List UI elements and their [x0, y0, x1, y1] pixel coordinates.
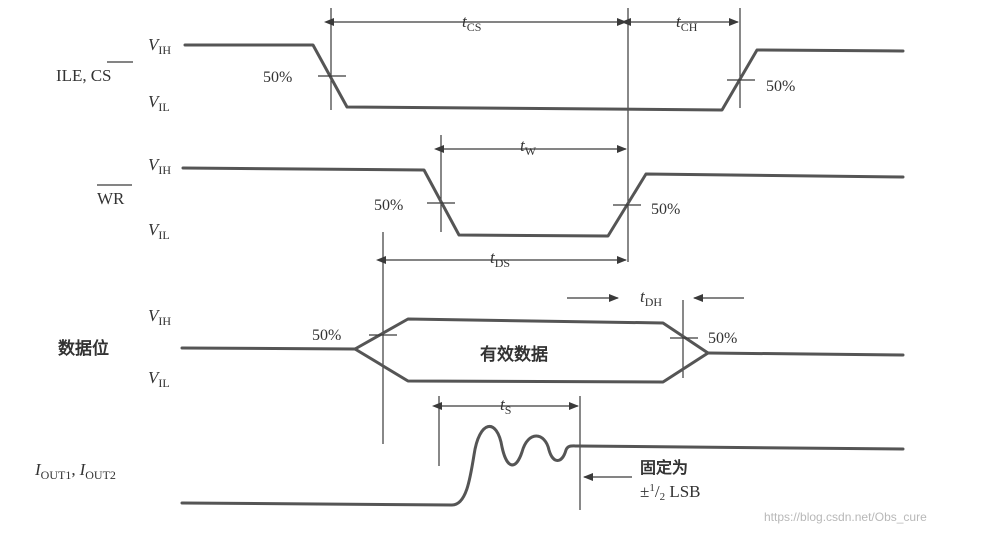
ts-label: tS [500, 395, 511, 417]
half-lsb-label: ±1/2 LSB [640, 482, 701, 503]
vil-label-data: VIL [148, 368, 170, 390]
vil-label-wr: VIL [148, 220, 170, 242]
pct-wr-fall: 50% [374, 197, 403, 214]
fixed-as-label: 固定为 [640, 458, 688, 477]
wr-waveform [181, 166, 905, 238]
pct-wr-rise: 50% [651, 201, 680, 218]
vih-label-wr: VIH [148, 155, 171, 177]
ile-cs-waveform [183, 43, 905, 112]
pct-cs-rise: 50% [766, 78, 795, 95]
data-waveform-right [706, 351, 905, 357]
pct-cs-fall: 50% [263, 69, 292, 86]
tdh-label: tDH [640, 287, 662, 309]
data-waveform-valid-lower [353, 347, 710, 384]
pct-data-end: 50% [708, 330, 737, 347]
valid-data-label: 有效数据 [480, 344, 548, 365]
pct-data-start: 50% [312, 327, 341, 344]
vih-label-data: VIH [148, 306, 171, 328]
vih-label-ile: VIH [148, 35, 171, 57]
tds-label: tDS [490, 248, 510, 270]
data-waveform-left [180, 346, 357, 351]
wr-label: WR [97, 189, 125, 208]
tch-label: tCH [676, 12, 698, 34]
vil-label-ile: VIL [148, 92, 170, 114]
tcs-label: tCS [462, 12, 481, 34]
iout-label: IOUT1,IOUT2 [34, 460, 116, 482]
data-bit-label: 数据位 [58, 338, 109, 359]
watermark: https://blog.csdn.net/Obs_cure [764, 510, 927, 524]
ile-cs-label: ILE,CS [56, 66, 111, 85]
iout-waveform [180, 425, 905, 507]
tw-label: tW [520, 136, 537, 158]
